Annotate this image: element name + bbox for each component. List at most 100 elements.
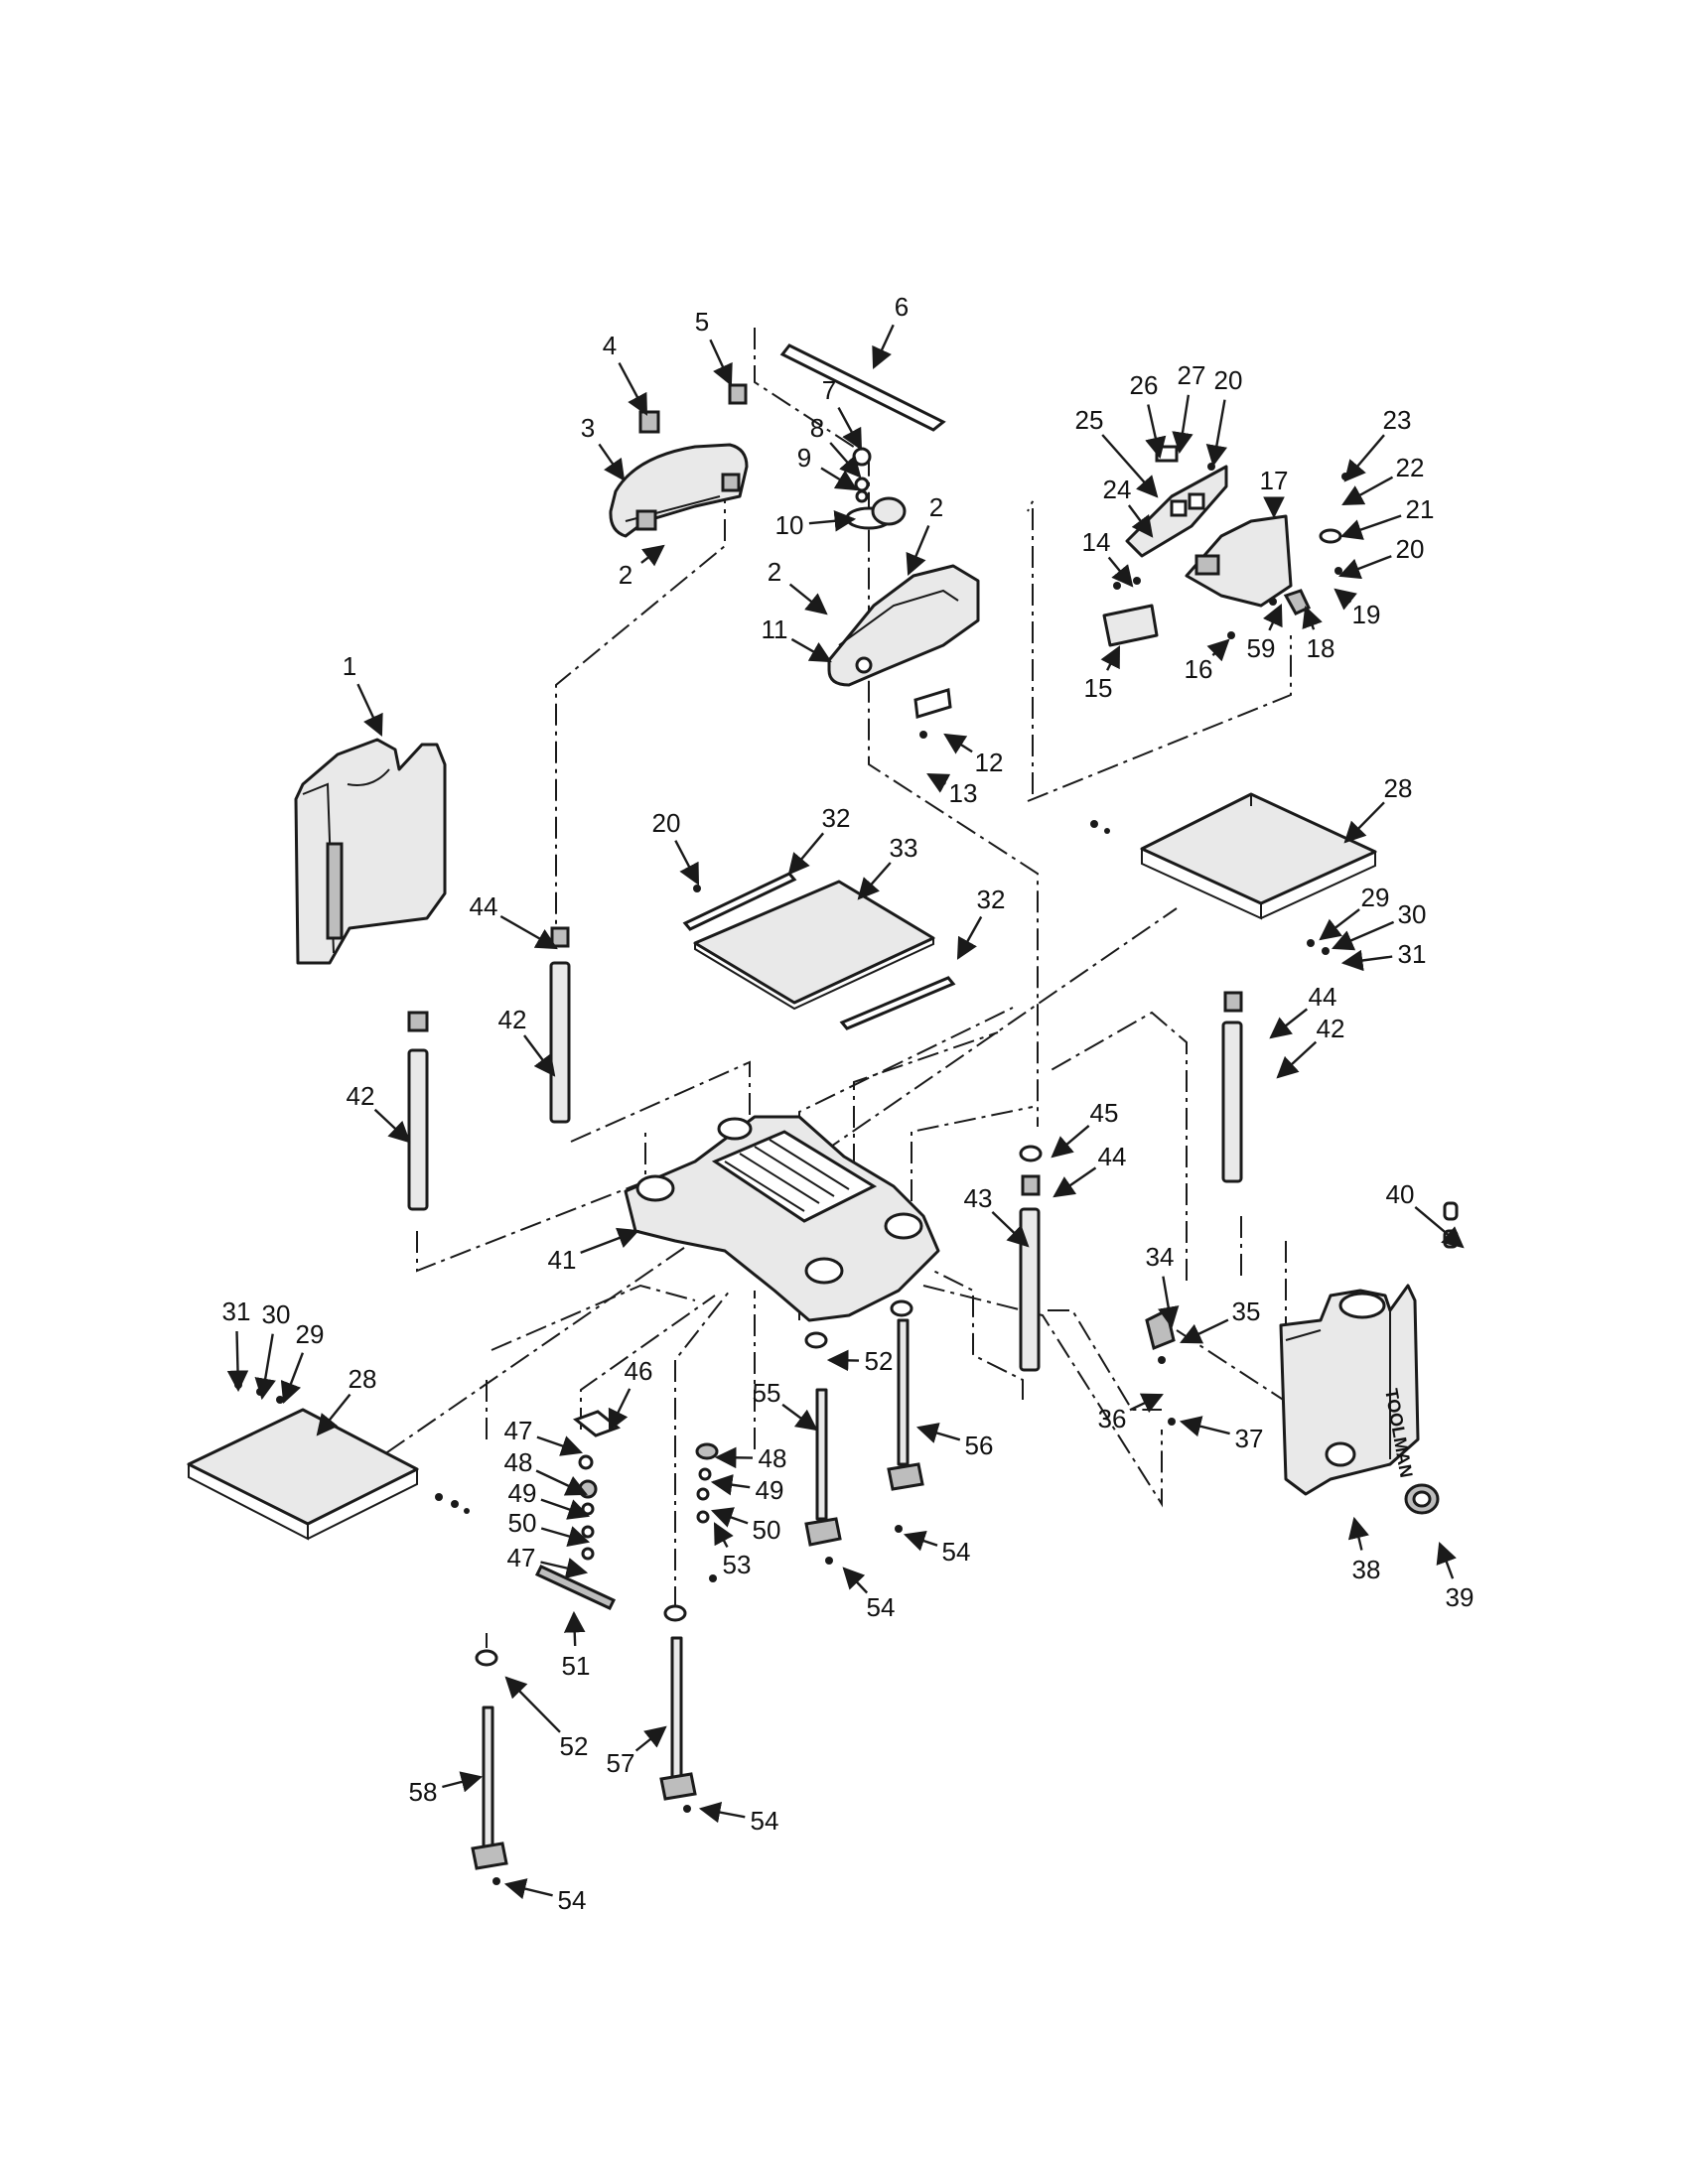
callout-26: 26 [1130,370,1167,460]
callout-number: 42 [1317,1014,1345,1043]
leader-arrow [1179,1416,1230,1437]
leader-arrow [903,1530,938,1552]
callout-54: 54 [842,1567,895,1622]
callout-number: 46 [625,1356,653,1386]
callout-number: 36 [1098,1404,1127,1433]
callout-number: 29 [296,1319,325,1349]
callout-number: 4 [603,331,617,360]
callout-44: 44 [1052,1142,1126,1198]
part-44-cap-right [1223,991,1243,1013]
callout-17: 17 [1260,466,1288,519]
leader-arrow [563,1610,586,1647]
callout-44: 44 [470,891,558,950]
leader-arrow [523,1034,556,1077]
callout-32: 32 [956,885,1006,960]
callout-number: 16 [1185,654,1213,684]
part-55-lead-screw [804,1388,842,1547]
callout-number: 12 [975,748,1004,777]
callout-number: 54 [942,1537,971,1567]
leader-arrow [1269,1008,1309,1039]
callout-24: 24 [1103,475,1154,538]
part-5-clip [728,383,748,405]
leader-arrow [710,1507,749,1528]
leader-arrow [1337,555,1392,580]
leader-arrow [442,1771,484,1793]
callout-1: 1 [343,651,383,737]
callout-44: 44 [1269,982,1336,1039]
part-3-handle [609,443,749,538]
part-15-block [1102,604,1159,647]
callout-47: 47 [507,1543,589,1579]
callout-50: 50 [508,1508,591,1547]
leader-arrow [991,1211,1030,1248]
callout-5: 5 [695,307,733,386]
callout-number: 47 [504,1416,533,1445]
leader-arrow [1107,556,1134,588]
leader-arrow [1414,1205,1465,1249]
callout-7: 7 [822,375,863,451]
callout-number: 34 [1146,1242,1175,1272]
callout-32: 32 [787,803,850,876]
callout-2: 2 [619,544,665,590]
part-7-10-knob-assembly [845,447,907,530]
callout-number: 32 [977,885,1006,914]
callout-number: 7 [822,375,836,405]
callout-number: 30 [262,1299,291,1329]
leader-arrow [1347,1516,1369,1551]
callout-number: 38 [1352,1555,1381,1584]
leader-arrow [1051,1124,1090,1159]
callout-number: 6 [895,292,909,322]
callout-49: 49 [508,1478,591,1520]
callout-54: 54 [503,1878,586,1915]
leader-arrow [1343,434,1385,482]
callout-59: 59 [1247,604,1283,663]
callout-2: 2 [906,492,943,576]
leader-arrow [598,443,626,481]
callout-number: 37 [1235,1424,1264,1453]
part-56-lead-screw [887,1318,924,1491]
callout-number: 1 [343,651,356,681]
part-44-cap-center [1021,1174,1041,1196]
callout-number: 31 [222,1297,251,1326]
callout-52: 52 [826,1346,893,1376]
part-44-cap-mid [550,926,570,948]
callout-number: 59 [1247,633,1276,663]
callout-number: 27 [1178,360,1206,390]
callout-48: 48 [714,1443,787,1473]
callout-43: 43 [964,1183,1030,1248]
leader-arrow [499,914,558,950]
callout-15: 15 [1084,645,1121,703]
callout-number: 2 [929,492,943,522]
callout-number: 28 [1384,773,1413,803]
callout-47: 47 [504,1416,584,1456]
callout-34: 34 [1146,1242,1180,1329]
callout-19: 19 [1333,588,1381,629]
leader-arrow [618,362,648,416]
callout-number: 50 [753,1515,781,1545]
callout-number: 24 [1103,475,1132,504]
part-6-rod [779,343,946,432]
leader-arrow [580,1227,640,1255]
part-11-handle-housing [827,564,980,687]
callout-28: 28 [316,1364,376,1436]
part-39-knob [1404,1483,1440,1515]
leader-arrow [1319,908,1360,941]
part-41-base [624,1115,940,1322]
callout-number: 48 [759,1443,787,1473]
leader-arrow [356,683,383,737]
callout-number: 19 [1352,600,1381,629]
callout-number: 20 [1214,365,1243,395]
callout-31: 31 [222,1297,251,1393]
leader-arrow [540,1498,591,1520]
leader-arrow [872,324,895,369]
callout-54: 54 [698,1801,779,1836]
part-58-lead-screw [471,1706,508,1870]
assembly-lines [354,328,1292,1648]
leader-arrow [710,1473,751,1496]
leader-arrow [788,583,828,615]
callout-number: 54 [751,1806,779,1836]
callout-number: 14 [1082,527,1111,557]
leader-arrow [1340,949,1393,972]
callout-number: 39 [1446,1582,1474,1612]
